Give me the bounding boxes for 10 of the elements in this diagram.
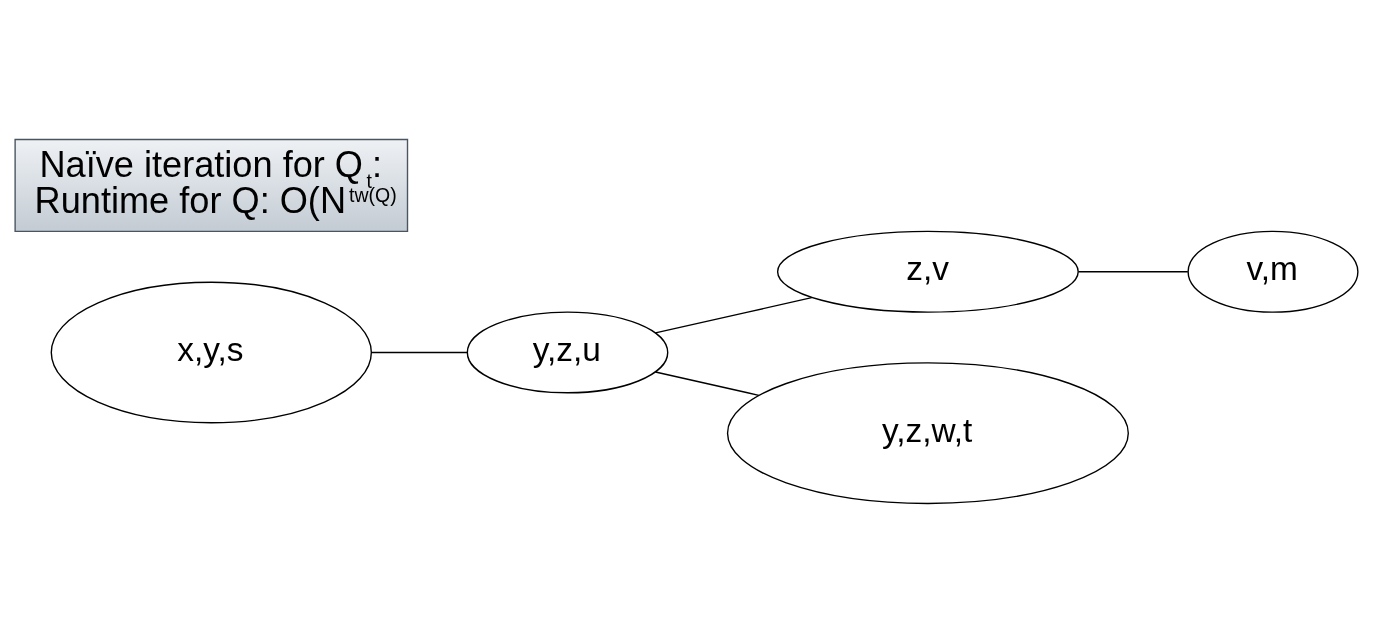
connector bbox=[1077, 271, 1189, 273]
node-ellipse: z,v bbox=[776, 230, 1079, 313]
node-ellipse: x,y,s bbox=[50, 281, 373, 424]
node-ellipse: y,z,u bbox=[466, 311, 669, 394]
connector bbox=[371, 351, 468, 354]
connector bbox=[654, 296, 813, 334]
node-ellipse: y,z,w,t bbox=[726, 362, 1129, 505]
node-ellipse: v,m bbox=[1187, 230, 1359, 313]
connector bbox=[654, 371, 760, 397]
node-box: Naïve iteration for Q$_{t}$: Runtime for Q: O(N$^{tw(Q)}$ bbox=[14, 138, 409, 233]
